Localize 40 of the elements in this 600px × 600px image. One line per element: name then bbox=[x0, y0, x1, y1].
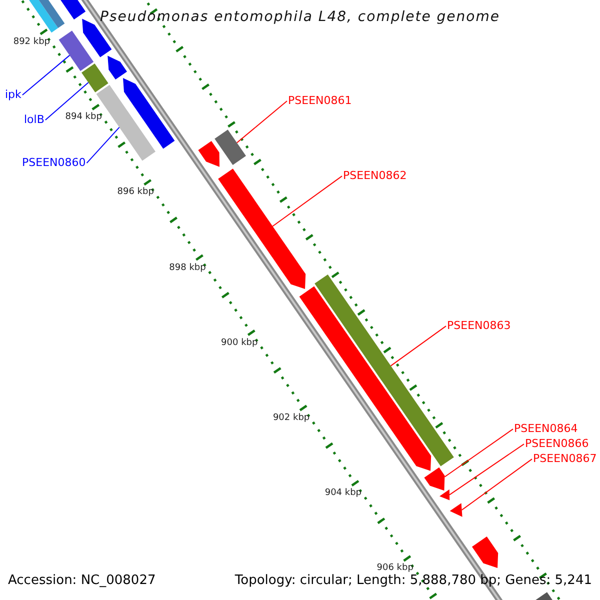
gene-segment bbox=[450, 503, 462, 517]
leader-line bbox=[390, 326, 446, 366]
gene-segment bbox=[424, 467, 445, 491]
scale-label: 900 kbp bbox=[221, 338, 258, 349]
title: Pseudomonas entomophila L48, complete genome bbox=[100, 10, 500, 26]
leader-line bbox=[22, 54, 70, 96]
scale-label: 902 kbp bbox=[272, 414, 310, 424]
scale-label: 904 kbp bbox=[324, 489, 362, 500]
scale-label: 892 kbp bbox=[13, 38, 50, 48]
gene-segment bbox=[198, 141, 220, 167]
scale-label: 906 kbp bbox=[376, 564, 414, 574]
gene-segment bbox=[58, 30, 94, 71]
gene-label: PSEEN0866 bbox=[525, 438, 589, 450]
accession-label: Accession: NC_008027 bbox=[8, 574, 156, 588]
gene-label: PSEEN0860 bbox=[22, 157, 86, 170]
gene-label: PSEEN0861 bbox=[288, 95, 352, 108]
gene-label: PSEEN0867 bbox=[533, 453, 597, 466]
gene-label: PSEEN0862 bbox=[343, 170, 407, 182]
leader-line bbox=[461, 458, 532, 511]
gene-segment bbox=[214, 130, 246, 165]
gene-segment bbox=[123, 78, 175, 149]
gene-segment bbox=[440, 489, 450, 500]
gene-segment bbox=[472, 536, 498, 568]
leader-line bbox=[236, 100, 288, 144]
leader-line bbox=[272, 176, 342, 227]
gene-label: PSEEN0864 bbox=[514, 423, 578, 436]
scale-label: 896 kbp bbox=[117, 188, 154, 198]
leader-line bbox=[449, 444, 524, 496]
genome-summary: Topology: circular; Length: 5,888,780 bp; Genes: 5,241 bbox=[234, 574, 592, 588]
scale-label: 898 kbp bbox=[169, 264, 206, 274]
leader-line bbox=[86, 126, 120, 164]
gene-segment bbox=[82, 64, 108, 92]
gene-segment bbox=[108, 56, 127, 80]
gene-segment bbox=[218, 168, 306, 289]
gene-label: PSEEN0863 bbox=[447, 320, 511, 332]
gene-label: lolB bbox=[24, 114, 44, 126]
scale-label: 894 kbp bbox=[65, 113, 102, 123]
leader-line bbox=[44, 82, 89, 121]
gene-label: ipk bbox=[5, 89, 22, 102]
leader-line bbox=[444, 428, 514, 478]
